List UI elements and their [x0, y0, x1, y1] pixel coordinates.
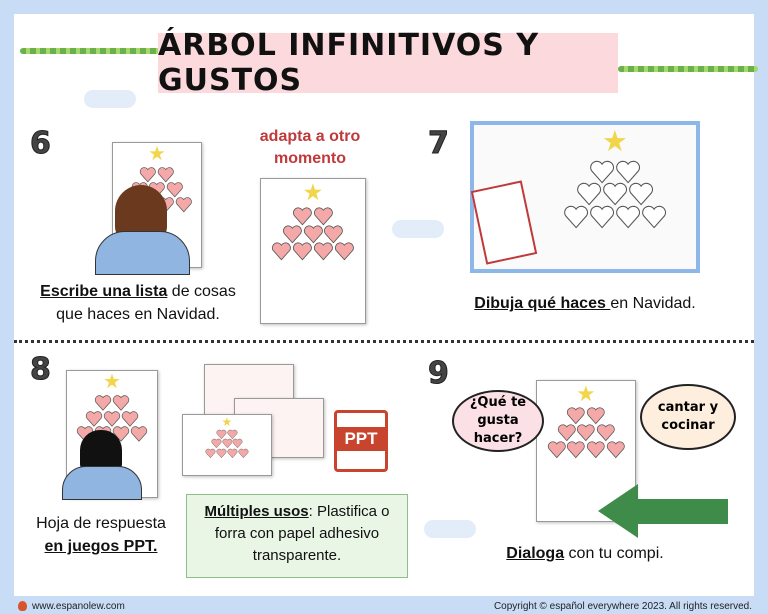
heart-icon	[557, 424, 576, 442]
heart-icon	[596, 424, 615, 442]
heart-icon	[293, 242, 313, 261]
section-number-9: 9	[428, 356, 450, 392]
heart-icon	[175, 197, 192, 213]
heart-icon	[567, 441, 586, 459]
heart-icon	[589, 205, 614, 228]
page-title: ÁRBOL INFINITIVOS Y GUSTOS	[158, 28, 618, 98]
heart-icon	[303, 225, 323, 244]
caption-text: Hoja de respuesta	[36, 515, 166, 532]
heart-icon	[563, 205, 588, 228]
caption-bold: Dibuja qué haces	[474, 295, 611, 312]
ppt-file-icon: PPT	[334, 410, 388, 472]
heart-icon	[222, 439, 232, 449]
cloud	[392, 220, 444, 238]
heart-icon	[205, 448, 216, 458]
star-icon: ★	[302, 179, 324, 206]
heart-icon	[112, 395, 130, 412]
star-icon: ★	[103, 370, 121, 393]
speech-bubble-answer: cantar y cocinar	[640, 384, 736, 450]
heart-icon	[121, 410, 139, 427]
heart-icon	[140, 167, 157, 183]
heart-icon	[272, 242, 292, 261]
heart-icon	[103, 410, 121, 427]
heart-icon	[603, 183, 627, 206]
speech-bubble-question: ¿Qué te gusta hacer?	[452, 390, 544, 452]
caption-bold: en juegos PPT.	[44, 538, 158, 555]
heart-icon	[157, 167, 174, 183]
box-bold: Múltiples usos	[204, 503, 309, 520]
student-illustration	[62, 430, 142, 500]
worksheet-image: ★	[536, 380, 636, 522]
garland-left	[20, 48, 160, 54]
caption-6: Escribe una lista de cosas que haces en …	[28, 280, 248, 326]
heart-icon	[227, 429, 238, 440]
footer-copyright: Copyright © español everywhere 2023. All…	[493, 601, 752, 612]
ppt-slide: ★	[182, 414, 272, 476]
ppt-label: PPT	[334, 427, 388, 451]
footer-website[interactable]: www.espanolew.com	[32, 601, 125, 612]
section-number-6: 6	[30, 126, 52, 162]
caption-text: en Navidad.	[610, 295, 696, 312]
heart-icon	[216, 429, 227, 440]
star-icon: ★	[148, 142, 166, 165]
garland-right	[618, 66, 758, 72]
heart-icon	[211, 439, 222, 449]
heart-icon	[166, 182, 183, 198]
heart-icon	[238, 448, 249, 458]
heart-icon	[282, 225, 302, 244]
photo-drawing: ★	[470, 121, 700, 273]
green-arrow-icon	[598, 484, 728, 538]
section-number-7: 7	[428, 126, 450, 162]
caption-9: Dialoga con tu compi.	[450, 542, 720, 565]
heart-icon	[547, 441, 566, 459]
heart-icon	[334, 242, 354, 261]
heart-icon	[324, 225, 344, 244]
heart-icon	[567, 407, 586, 425]
worksheet-image-adapted: ★	[260, 178, 366, 324]
caption-text: con tu compi.	[564, 545, 664, 562]
heart-icon	[586, 441, 605, 459]
heart-icon	[586, 407, 605, 425]
adapt-note: adapta a otro momento	[259, 128, 361, 167]
section-number-8: 8	[30, 352, 52, 388]
heart-icon	[629, 183, 654, 206]
heart-icon	[293, 207, 313, 226]
cloud	[84, 90, 136, 108]
star-icon: ★	[601, 125, 628, 158]
heart-icon	[616, 160, 640, 184]
cloud	[424, 520, 476, 538]
logo-icon	[18, 601, 27, 611]
caption-bold: Dialoga	[506, 545, 565, 562]
heart-icon	[606, 441, 625, 459]
box-text: : Plastifica o forra con papel adhesivo …	[214, 503, 390, 564]
heart-icon	[232, 439, 243, 449]
heart-icon	[642, 205, 667, 228]
heart-icon	[313, 207, 333, 226]
student-illustration	[95, 185, 190, 275]
heart-icon	[313, 242, 333, 261]
star-icon: ★	[576, 380, 596, 406]
star-icon: ★	[221, 415, 233, 430]
heart-icon	[112, 426, 130, 442]
heart-icon	[130, 426, 148, 442]
heart-icon	[616, 205, 640, 228]
heart-icon	[576, 183, 601, 206]
caption-8: Hoja de respuesta en juegos PPT.	[26, 512, 176, 558]
caption-text: de cosas que haces en Navidad.	[56, 283, 236, 323]
caption-7: Dibuja qué haces en Navidad.	[440, 292, 730, 315]
heart-icon	[216, 448, 227, 458]
heart-icon	[85, 410, 103, 427]
heart-icon	[227, 448, 238, 458]
multiple-uses-box: Múltiples usos: Plastifica o forra con p…	[186, 494, 408, 578]
heart-icon	[577, 424, 595, 442]
caption-bold: Escribe una lista	[40, 283, 168, 300]
heart-icon	[94, 395, 112, 412]
section-divider	[14, 340, 754, 343]
heart-icon	[589, 160, 614, 184]
